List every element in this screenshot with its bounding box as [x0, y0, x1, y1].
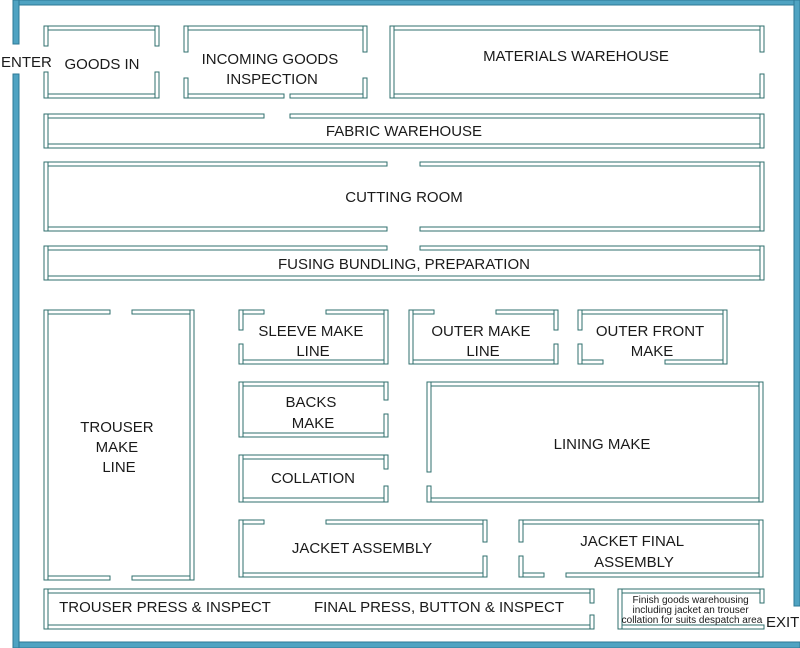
label-trouser-make-line: TROUSER MAKE LINE	[80, 419, 158, 476]
room-fusing-bundling-preparation[interactable]: FUSING BUNDLING, PREPARATION	[43, 245, 765, 281]
room-fabric-warehouse[interactable]: FABRIC WAREHOUSE	[43, 113, 765, 149]
label-fabric-warehouse: FABRIC WAREHOUSE	[326, 123, 482, 140]
label-jacket-assembly: JACKET ASSEMBLY	[292, 540, 432, 557]
room-materials-warehouse[interactable]: MATERIALS WAREHOUSE	[389, 25, 765, 99]
label-jacket-final-assembly: JACKET FINAL ASSEMBLY	[580, 533, 688, 571]
outer-walls	[12, 0, 800, 648]
room-press-and-inspect[interactable]: TROUSER PRESS & INSPECT FINAL PRESS, BUT…	[43, 588, 595, 630]
room-outer-make-line[interactable]: OUTER MAKE LINE	[408, 309, 559, 365]
outer-wall-right	[793, 0, 800, 607]
room-backs-make[interactable]: BACKS MAKE	[238, 381, 389, 438]
label-fusing-bundling-preparation: FUSING BUNDLING, PREPARATION	[278, 256, 530, 273]
label-cutting-room: CUTTING ROOM	[345, 189, 463, 206]
room-trouser-make-line[interactable]: TROUSER MAKE LINE	[43, 309, 195, 581]
label-materials-warehouse: MATERIALS WAREHOUSE	[483, 48, 669, 65]
label-finish-goods-warehousing: Finish goods warehousing including jacke…	[622, 595, 763, 626]
room-cutting-room[interactable]: CUTTING ROOM	[43, 161, 765, 232]
label-backs-make: BACKS MAKE	[285, 394, 340, 432]
outer-wall-bottom	[12, 641, 800, 648]
label-incoming-goods-inspection: INCOMING GOODS INSPECTION	[202, 51, 343, 88]
room-lining-make[interactable]: LINING MAKE	[426, 381, 764, 503]
room-sleeve-make-line[interactable]: SLEEVE MAKE LINE	[238, 309, 389, 365]
label-collation: COLLATION	[271, 470, 355, 487]
label-outer-make-line: OUTER MAKE LINE	[431, 323, 534, 360]
room-jacket-final-assembly[interactable]: JACKET FINAL ASSEMBLY	[518, 519, 764, 578]
room-jacket-assembly[interactable]: JACKET ASSEMBLY	[238, 519, 488, 578]
label-trouser-press-inspect: TROUSER PRESS & INSPECT	[59, 599, 271, 616]
exit-marker: EXIT	[766, 614, 799, 631]
room-outer-front-make[interactable]: OUTER FRONT MAKE	[577, 309, 728, 365]
outer-wall-left-lower	[12, 73, 20, 648]
enter-marker: ENTER	[1, 54, 52, 71]
label-lining-make: LINING MAKE	[554, 436, 651, 453]
label-goods-in: GOODS IN	[64, 56, 139, 73]
label-outer-front-make: OUTER FRONT MAKE	[596, 323, 708, 360]
label-final-press-button-inspect: FINAL PRESS, BUTTON & INSPECT	[314, 599, 564, 616]
outer-wall-left-upper	[12, 0, 20, 45]
room-collation[interactable]: COLLATION	[238, 454, 389, 503]
outer-wall-top	[12, 0, 800, 6]
room-finish-goods-warehousing[interactable]: Finish goods warehousing including jacke…	[617, 588, 765, 630]
label-sleeve-make-line: SLEEVE MAKE LINE	[258, 323, 367, 360]
room-incoming-goods-inspection[interactable]: INCOMING GOODS INSPECTION	[183, 25, 368, 99]
room-goods-in[interactable]: GOODS IN	[43, 25, 160, 99]
